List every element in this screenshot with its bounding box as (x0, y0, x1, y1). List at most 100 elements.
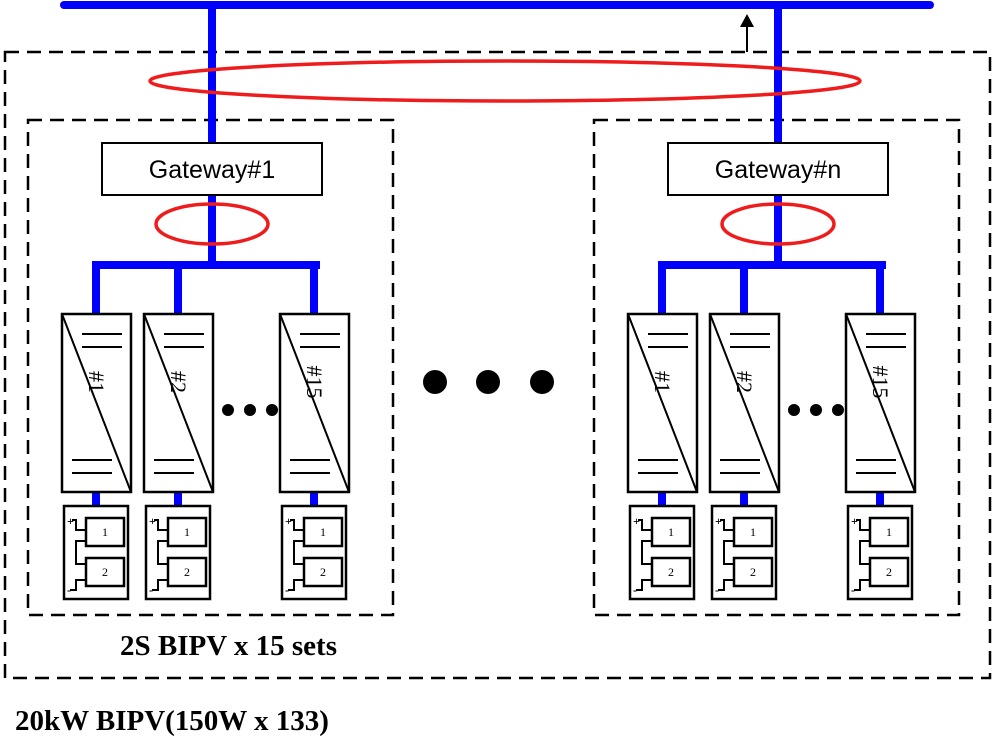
dc-dc-converter: #2 (708, 265, 781, 507)
wire (290, 519, 304, 531)
plus-terminal: + (67, 514, 74, 528)
pv-module-2 (650, 556, 692, 588)
wire (641, 540, 652, 565)
plus-terminal: + (633, 514, 640, 528)
ellipsis-dots (423, 370, 554, 394)
wire (859, 540, 870, 565)
converter-number: #15 (868, 366, 893, 399)
upward-arrow-icon (740, 14, 754, 52)
dot (788, 404, 800, 416)
wire (636, 579, 652, 591)
wire (72, 519, 86, 531)
dc-dc-converter: #1 (60, 265, 133, 507)
dot (266, 404, 278, 416)
pv-module-2 (84, 556, 126, 588)
wire (723, 540, 734, 565)
converter-diagonal (845, 313, 916, 493)
dc-dc-converter: #1 (626, 265, 699, 507)
wire (152, 579, 168, 591)
group-label: 2S BIPV x 15 sets (120, 630, 337, 662)
module-label: 1 (886, 525, 892, 539)
module-label: 2 (320, 565, 326, 579)
converter-number: #15 (302, 366, 327, 399)
plus-terminal: + (715, 514, 722, 528)
module-label: 2 (102, 565, 108, 579)
wire (720, 519, 734, 531)
gateway-label: Gateway#1 (149, 156, 275, 184)
converter-ellipsis-dots (788, 404, 844, 416)
minus-terminal: - (285, 583, 289, 597)
converter-number: #1 (650, 371, 675, 393)
pv-module-1 (84, 516, 126, 548)
converter-diagonal (61, 313, 132, 493)
module-label: 2 (184, 565, 190, 579)
minus-terminal: - (67, 583, 71, 597)
dot (832, 404, 844, 416)
module-label: 1 (750, 525, 756, 539)
pv-module-2 (166, 556, 208, 588)
module-label: 2 (668, 565, 674, 579)
minus-terminal: - (851, 583, 855, 597)
dc-dc-converter: #15 (278, 265, 351, 507)
local-link-ellipse (154, 202, 270, 246)
system-boundary (3, 50, 992, 680)
gateway-box (101, 142, 323, 196)
pv-module-2 (868, 556, 910, 588)
module-label: 1 (184, 525, 190, 539)
converter-number: #1 (84, 371, 109, 393)
minus-terminal: - (633, 583, 637, 597)
wire (154, 519, 168, 531)
wire (75, 540, 86, 565)
minus-terminal: - (149, 583, 153, 597)
module-label: 1 (102, 525, 108, 539)
converter-diagonal (279, 313, 350, 493)
bipv-module-pair: + - 1 2 (62, 504, 130, 601)
wire (718, 579, 734, 591)
module-label: 2 (750, 565, 756, 579)
bipv-module-pair: + - 1 2 (846, 504, 914, 601)
module-label: 1 (320, 525, 326, 539)
wire (638, 519, 652, 531)
plus-terminal: + (285, 514, 292, 528)
bipv-module-pair: + - 1 2 (144, 504, 212, 601)
module-label: 1 (668, 525, 674, 539)
converter-number: #2 (732, 371, 757, 393)
bipv-module-pair: + - 1 2 (628, 504, 696, 601)
wire (856, 519, 870, 531)
wire (70, 579, 86, 591)
module-label: 2 (886, 565, 892, 579)
pv-module-1 (302, 516, 344, 548)
converter-diagonal (709, 313, 780, 493)
local-link-ellipse (720, 202, 836, 246)
plus-terminal: + (149, 514, 156, 528)
converter-diagonal (627, 313, 698, 493)
plus-terminal: + (851, 514, 858, 528)
dot (810, 404, 822, 416)
bipv-module-pair: + - 1 2 (280, 504, 348, 601)
wire (854, 579, 870, 591)
gateway-label: Gateway#n (715, 156, 841, 184)
gateway-group: Gateway#n #1 + - 1 2 #2 + - 1 2 #15 + - 1 2 (592, 5, 961, 617)
dot (244, 404, 256, 416)
dot (222, 404, 234, 416)
converter-diagonal (143, 313, 214, 493)
gateway-group: Gateway#1 #1 + - 1 2 #2 + - 1 2 #15 + - 1 2 (26, 5, 395, 617)
network-link-ellipse (148, 59, 862, 103)
wire (157, 540, 168, 565)
pv-module-1 (868, 516, 910, 548)
pv-module-1 (650, 516, 692, 548)
converter-number: #2 (166, 371, 191, 393)
minus-terminal: - (715, 583, 719, 597)
pv-module-2 (732, 556, 774, 588)
system-label: 20kW BIPV(150W x 133) (15, 705, 329, 737)
pv-module-1 (732, 516, 774, 548)
wire (293, 540, 304, 565)
bipv-module-pair: + - 1 2 (710, 504, 778, 601)
pv-module-2 (302, 556, 344, 588)
gateway-box (667, 142, 889, 196)
dc-dc-converter: #2 (142, 265, 215, 507)
converter-ellipsis-dots (222, 404, 278, 416)
pv-module-1 (166, 516, 208, 548)
wire (288, 579, 304, 591)
